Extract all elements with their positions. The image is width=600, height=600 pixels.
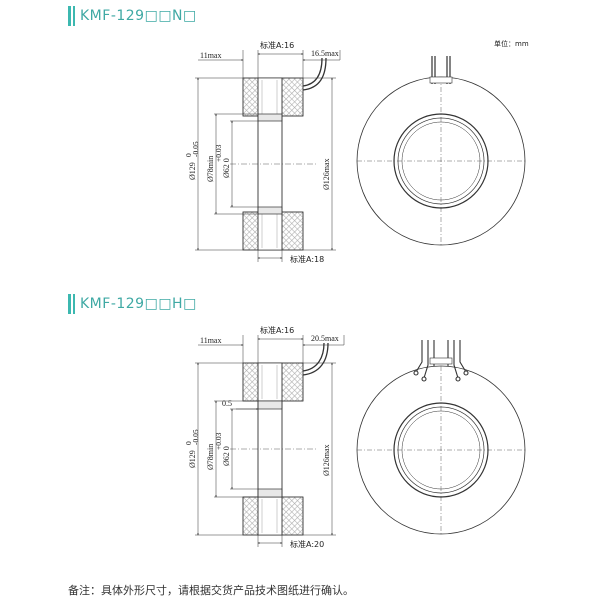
dim-outer-tol: 0 [184,441,193,445]
dim-outer-tol: 0 [184,153,193,157]
dim-bore-min: Ø78min [206,156,215,182]
accent-bar [68,294,71,314]
dim-outer-tol2: -0.05 [191,141,200,157]
model-title: KMF-129□□N□ [80,8,197,24]
drawing-1-dimension-text: 11max 标准A:16 16.5max 标准A:18 Ø129 0 -0.05… [184,40,339,264]
drawing-1-front-view [356,56,526,246]
drawing-2-side-view [230,342,329,536]
dim-right-max: 20.5max [311,334,339,343]
dim-outer-dia: Ø129 [188,162,197,180]
dim-flange-max: Ø126max [322,158,331,190]
section-title-2: KMF-129□□H□ [68,294,197,314]
dim-outer-tol2: -0.05 [191,429,200,445]
dim-flange-max: Ø126max [322,444,331,476]
accent-bar-thin [73,6,75,26]
dim-bore-tol: +0.03 [214,432,223,450]
dim-outer-dia: Ø129 [188,450,197,468]
dim-bore-min: Ø78min [206,444,215,470]
dim-bore-dia: Ø62 0 [222,446,231,466]
dim-std-top: 标准A:16 [260,40,294,50]
drawing-2-dimension-lines [195,335,345,547]
dim-gap: 0.5 [222,399,232,408]
dim-bore-tol: +0.03 [214,144,223,162]
drawing-1-dimension-lines [195,50,341,262]
dim-std-top: 标准A:16 [260,325,294,335]
drawing-2-front-view [356,340,526,535]
dim-std-bottom: 标准A:20 [290,539,324,549]
dim-std-bottom: 标准A:18 [290,254,324,264]
dim-left-max: 11max [200,51,221,60]
footnote: 备注：具体外形尺寸，请根据交货产品技术图纸进行确认。 [68,584,354,597]
section-title-1: KMF-129□□N□ [68,6,197,26]
accent-bar [68,6,71,26]
drawing-1-side-view [230,57,327,251]
model-title: KMF-129□□H□ [80,296,197,312]
unit-label: 单位：mm [494,40,529,48]
drawing-2-dimension-text: 11max 标准A:16 20.5max 标准A:20 0.5 Ø129 0 -… [184,325,339,549]
drawing-2-wire-bundle [413,340,469,382]
dim-right-max: 16.5max [311,49,339,58]
drawing-1-wire-bundle [429,56,453,84]
dim-bore-dia: Ø62 0 [222,158,231,178]
dim-left-max: 11max [200,336,221,345]
accent-bar-thin [73,294,75,314]
